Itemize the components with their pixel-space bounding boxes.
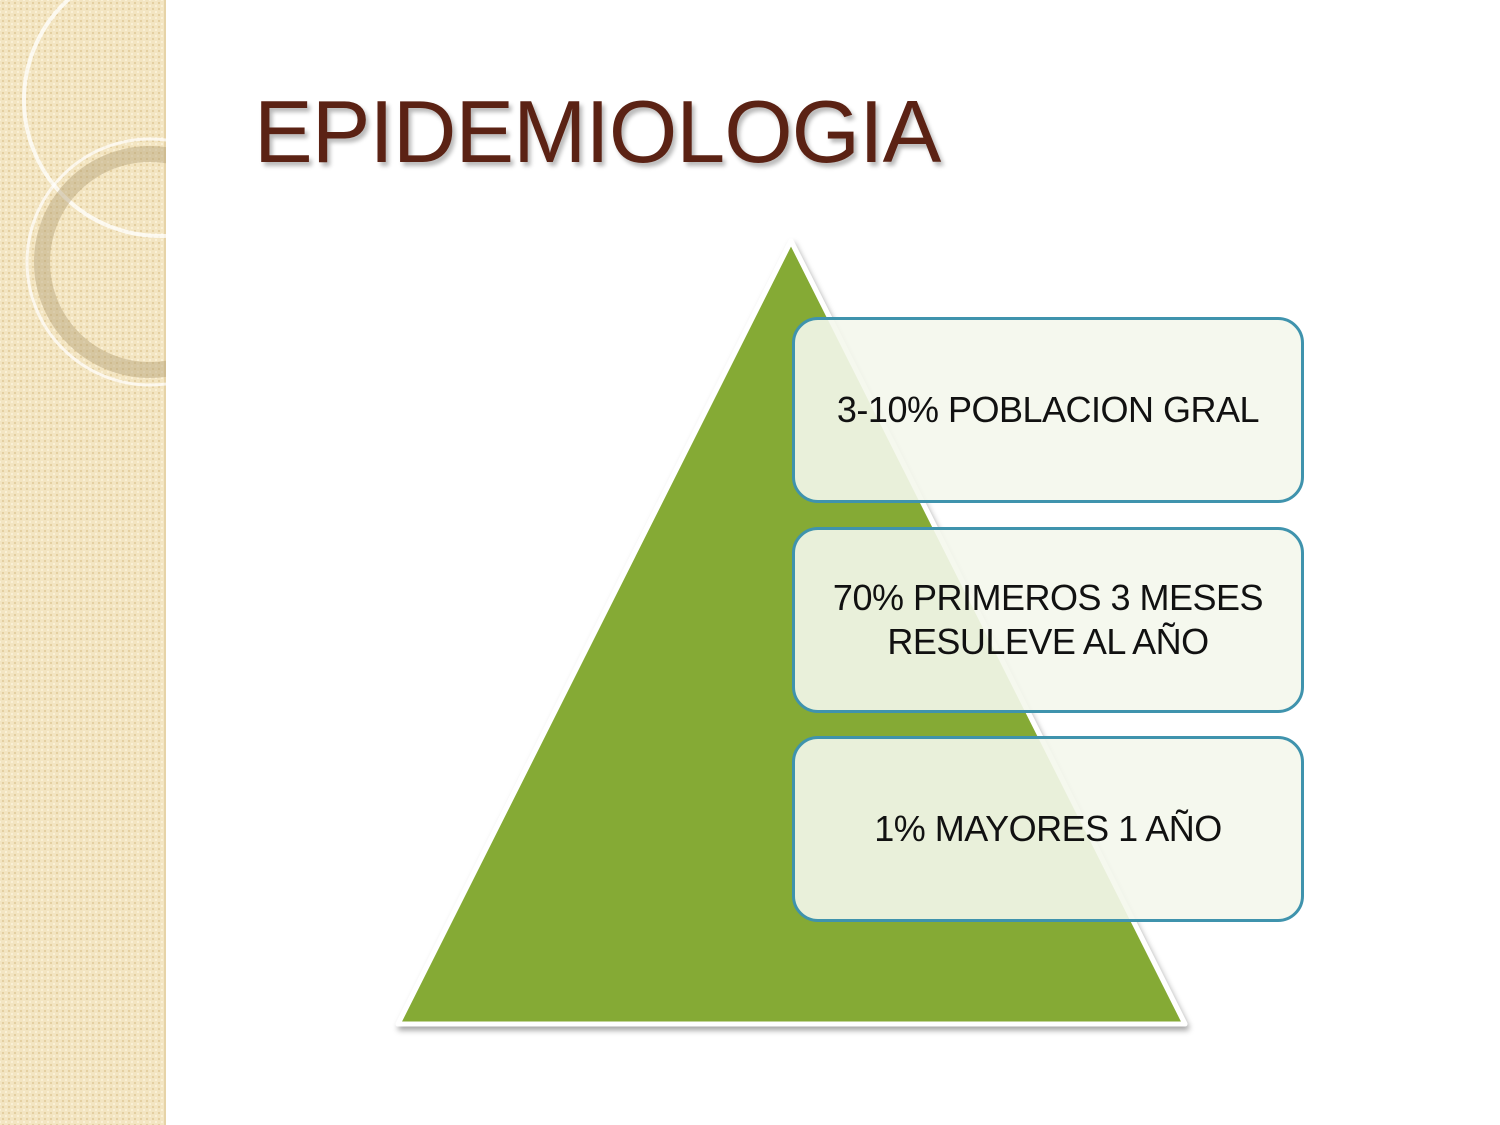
decorative-rings (22, 0, 166, 387)
pyramid-level-box: 70% PRIMEROS 3 MESES RESULEVE AL AÑO (792, 527, 1304, 713)
pyramid-level-box: 1% MAYORES 1 AÑO (792, 736, 1304, 922)
side-panel-pattern (0, 0, 166, 1125)
pyramid-level-label: 3-10% POBLACION GRAL (836, 389, 1260, 431)
pyramid-level-label: 70% PRIMEROS 3 MESES RESULEVE AL AÑO (832, 577, 1264, 662)
slide-title: EPIDEMIOLOGIA (254, 82, 941, 181)
pyramid-level-box: 3-10% POBLACION GRAL (792, 317, 1304, 503)
pyramid-level-label: 1% MAYORES 1 AÑO (874, 808, 1222, 850)
